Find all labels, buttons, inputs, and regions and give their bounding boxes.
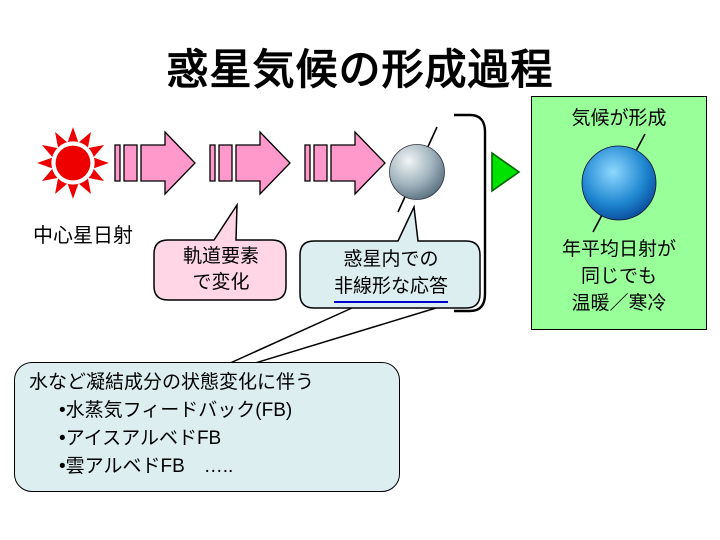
result-heading: 気候が形成	[571, 108, 667, 129]
slide-title: 惑星気候の形成過程	[166, 46, 554, 93]
orbital-callout-bubble	[153, 203, 287, 301]
planet-callout-line1: 惑星内での	[343, 249, 439, 270]
feedback-bullet-3: •雲アルベドFB …..	[59, 456, 234, 477]
result-panel: 気候が形成 年平均日射が 同じでも 温暖／寒冷	[531, 96, 707, 330]
grouping-bracket	[454, 113, 487, 313]
orbital-callout: 軌道要素 で変化	[152, 244, 290, 296]
striped-right-arrow-icon-3	[304, 130, 386, 196]
feedback-box: 水など凝結成分の状態変化に伴う •水蒸気フィードバック(FB) •アイスアルベド…	[14, 362, 400, 492]
blue-planet-icon	[581, 133, 657, 233]
striped-right-arrow-icon-2	[209, 130, 291, 196]
result-line-3: 温暖／寒冷	[571, 293, 667, 314]
flow-triangle-icon	[491, 151, 521, 193]
sun-label: 中心星日射	[33, 225, 133, 247]
sun-icon	[37, 127, 109, 199]
striped-right-arrow-icon-1	[114, 130, 196, 196]
planet-callout-line2: 非線形な応答	[333, 273, 448, 303]
orbital-callout-line1: 軌道要素	[182, 246, 259, 267]
planet-callout: 惑星内での 非線形な応答	[298, 246, 484, 303]
orbital-callout-line2: で変化	[192, 272, 250, 293]
feedback-bullet-1: •水蒸気フィードバック(FB)	[59, 400, 293, 421]
planet-callout-bubble	[299, 205, 481, 309]
feedback-heading: 水など凝結成分の状態変化に伴う	[29, 372, 315, 393]
result-line-1: 年平均日射が	[561, 239, 676, 260]
planet-icon	[389, 126, 445, 213]
feedback-bullet-2: •アイスアルベドFB	[59, 428, 222, 449]
result-line-2: 同じでも	[580, 266, 657, 287]
connector-lines	[227, 307, 437, 365]
